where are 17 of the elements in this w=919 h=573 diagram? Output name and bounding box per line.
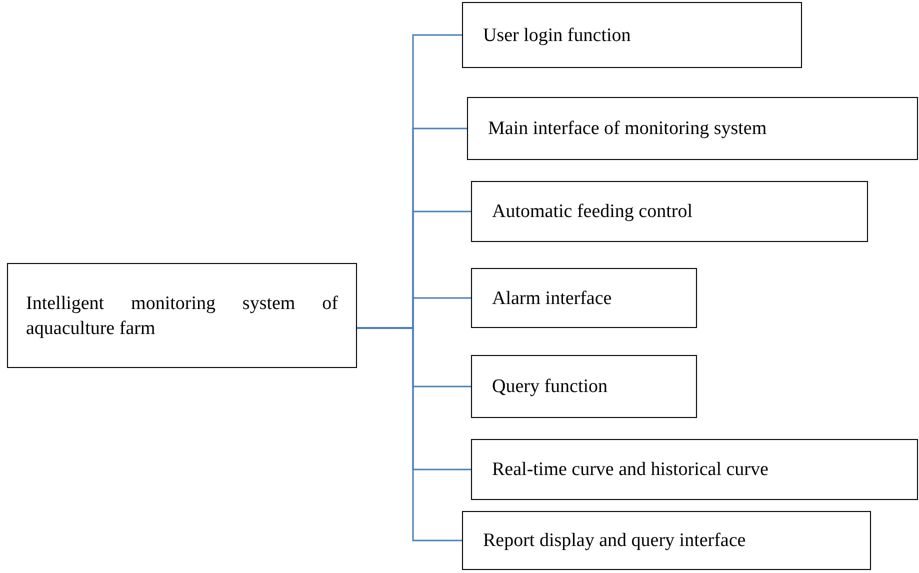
function-box [471, 355, 697, 418]
box-label: Report display and query interface [483, 529, 747, 553]
function-box [471, 439, 918, 500]
box-label: Query function [492, 375, 609, 399]
box-label: Intelligent monitoring system of aquaculture farm [26, 292, 338, 340]
connector-line [357, 327, 462, 542]
box-label: Automatic feeding control [492, 200, 694, 224]
function-box [471, 268, 697, 328]
function-box [467, 97, 918, 160]
function-box [471, 181, 868, 242]
box-label: Real-time curve and historical curve [492, 458, 770, 482]
box-label: Main interface of monitoring system [488, 117, 768, 141]
function-box [462, 511, 871, 570]
function-box [462, 2, 802, 68]
box-label: User login function [483, 24, 632, 48]
box-label: Alarm interface [492, 286, 613, 310]
root-box [7, 263, 357, 368]
